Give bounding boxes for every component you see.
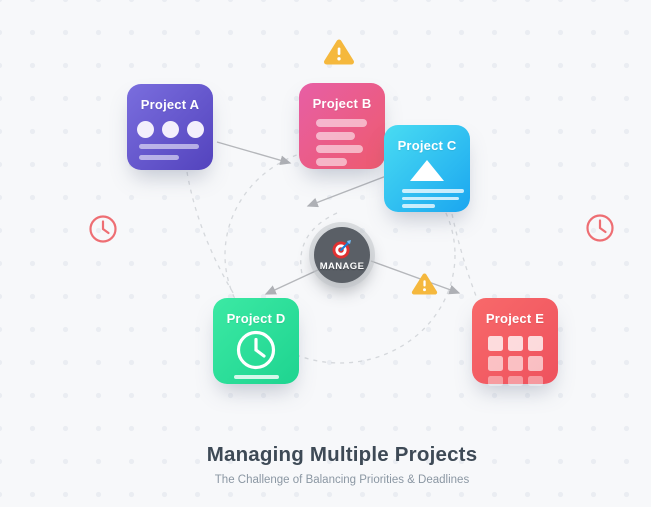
text-line-placeholder bbox=[139, 144, 199, 149]
project-card-title: Project E bbox=[485, 311, 545, 326]
text-line-placeholder bbox=[233, 375, 279, 379]
caption-block: Managing Multiple Projects The Challenge… bbox=[33, 443, 651, 486]
project-card-e[interactable]: Project E bbox=[472, 298, 558, 386]
arrow-c-to-hub bbox=[306, 174, 390, 208]
text-line-placeholder bbox=[316, 119, 367, 127]
arrow-a-to-b bbox=[216, 141, 292, 165]
dashed-hub-arc bbox=[300, 212, 338, 275]
upload-triangle-icon bbox=[410, 160, 444, 181]
dashed-link-c-e bbox=[451, 213, 477, 297]
text-line-placeholder bbox=[316, 132, 355, 140]
arrow-hub-to-d bbox=[264, 268, 321, 295]
text-line-placeholder bbox=[402, 196, 459, 200]
clock-icon bbox=[89, 215, 117, 243]
dashed-link-a-d bbox=[186, 171, 236, 297]
page-title: Managing Multiple Projects bbox=[206, 443, 478, 466]
project-card-a[interactable]: Project A bbox=[127, 84, 213, 170]
warning-icon bbox=[324, 39, 354, 65]
project-card-title: Project A bbox=[140, 97, 200, 112]
project-card-d[interactable]: Project D bbox=[213, 298, 299, 384]
project-card-b[interactable]: Project B bbox=[299, 83, 385, 169]
calendar-grid-icon bbox=[488, 336, 558, 391]
project-card-title: Project C bbox=[397, 138, 457, 153]
text-line-placeholder bbox=[316, 158, 347, 166]
manage-hub-node[interactable]: MANAGE bbox=[314, 227, 370, 283]
clock-icon bbox=[236, 330, 276, 370]
clock-icon bbox=[586, 214, 614, 242]
project-card-c[interactable]: Project C bbox=[384, 125, 470, 212]
arrow-hub-to-e bbox=[370, 260, 461, 295]
text-line-placeholder bbox=[316, 145, 363, 153]
hub-label: MANAGE bbox=[319, 261, 365, 272]
text-line-placeholder bbox=[402, 204, 435, 208]
dots-icon bbox=[127, 121, 213, 138]
project-card-title: Project B bbox=[312, 96, 372, 111]
warning-icon bbox=[411, 273, 438, 295]
dartboard-target-icon bbox=[332, 240, 351, 259]
text-line-placeholder bbox=[402, 189, 464, 193]
project-card-title: Project D bbox=[226, 311, 286, 326]
text-line-placeholder bbox=[139, 155, 179, 160]
page-subtitle: The Challenge of Balancing Priorities & … bbox=[214, 474, 470, 486]
